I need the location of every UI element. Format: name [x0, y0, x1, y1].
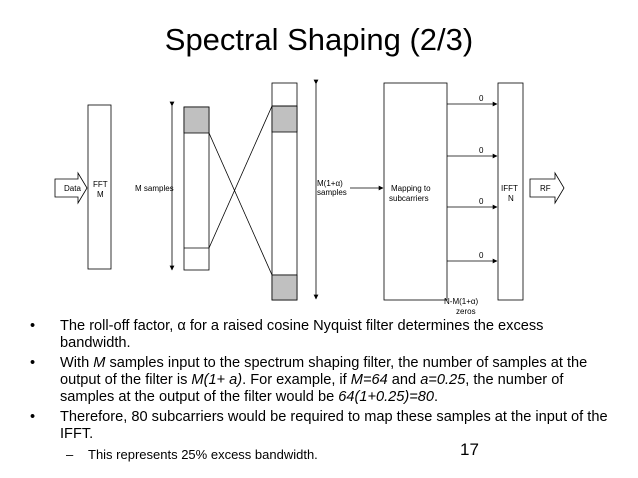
- bullet-rolloff: • The roll-off factor, α for a raised co…: [30, 318, 610, 352]
- dash-icon: –: [66, 447, 74, 462]
- spectral-shaping-diagram: Data FFT M M samples M(1+α) samples Mapp…: [54, 79, 565, 316]
- bullet-samples-calc: 64(1+0.25)=80: [338, 389, 435, 405]
- bullet-dot-icon: •: [30, 318, 36, 334]
- zero-label-3: 0: [479, 197, 484, 206]
- bullet-samples-m64: M=64: [350, 372, 388, 388]
- bullet-dot-icon: •: [30, 355, 36, 371]
- ifft-label: IFFT: [501, 184, 518, 193]
- cross-line-1: [208, 132, 273, 276]
- rf-label: RF: [540, 184, 551, 193]
- sub-bullet-excess: – This represents 25% excess bandwidth.: [30, 446, 610, 463]
- page-number: 17: [460, 440, 479, 459]
- nm-zeros-label: N-M(1+α): [444, 297, 479, 306]
- zero-label-2: 0: [479, 146, 484, 155]
- bullet-samples-a: a=0.25: [420, 372, 466, 388]
- fft-size-label: M: [97, 190, 104, 199]
- ifft-block: [497, 82, 524, 301]
- m1a-samples-label: samples: [317, 188, 347, 197]
- sub-bullet-excess-text: This represents 25% excess bandwidth.: [88, 447, 318, 462]
- bullet-samples-text-4: and: [387, 372, 421, 388]
- data-label: Data: [64, 184, 81, 193]
- cross-line-2: [208, 105, 273, 249]
- output-shaded-bottom: [271, 274, 298, 301]
- bullet-samples-m: M: [93, 355, 106, 371]
- bullet-subcarriers: • Therefore, 80 subcarriers would be req…: [30, 409, 610, 443]
- data-input-arrow: [54, 171, 88, 205]
- bullet-samples-text-6: .: [434, 389, 439, 405]
- mapping-subcarriers-label: subcarriers: [389, 194, 429, 203]
- bullet-dot-icon: •: [30, 409, 36, 425]
- bullet-samples-text-1: With: [60, 355, 94, 371]
- bullet-subcarriers-text: Therefore, 80 subcarriers would be requi…: [60, 409, 608, 442]
- bullet-list: • The roll-off factor, α for a raised co…: [30, 318, 610, 463]
- bullet-samples-text-5: , the number of samples at the output of…: [60, 372, 564, 405]
- output-shaded-top: [271, 105, 298, 133]
- slide-title: Spectral Shaping (2/3): [164, 22, 474, 57]
- m1a-label: M(1+α): [317, 179, 343, 188]
- zero-label-4: 0: [479, 251, 484, 260]
- bullet-samples-expr: M(1+ a): [191, 372, 243, 388]
- fft-block: [87, 104, 112, 270]
- bullet-rolloff-text: The roll-off factor, α for a raised cosi…: [60, 318, 544, 351]
- fft-label: FFT: [93, 180, 108, 189]
- m-samples-label: M samples: [135, 184, 174, 193]
- bullet-samples: • With M samples input to the spectrum s…: [30, 355, 610, 406]
- nm-zeros-unit: zeros: [456, 307, 476, 316]
- mapping-label: Mapping to: [391, 184, 431, 193]
- bullet-samples-text-3: . For example, if: [242, 372, 351, 388]
- zero-label-1: 0: [479, 94, 484, 103]
- mapping-block: [383, 82, 448, 301]
- ifft-size-label: N: [508, 194, 514, 203]
- rf-output-arrow: [529, 171, 565, 205]
- input-shaded-top: [183, 106, 210, 134]
- bullet-samples-text-2: samples input to the spectrum shaping fi…: [60, 355, 588, 388]
